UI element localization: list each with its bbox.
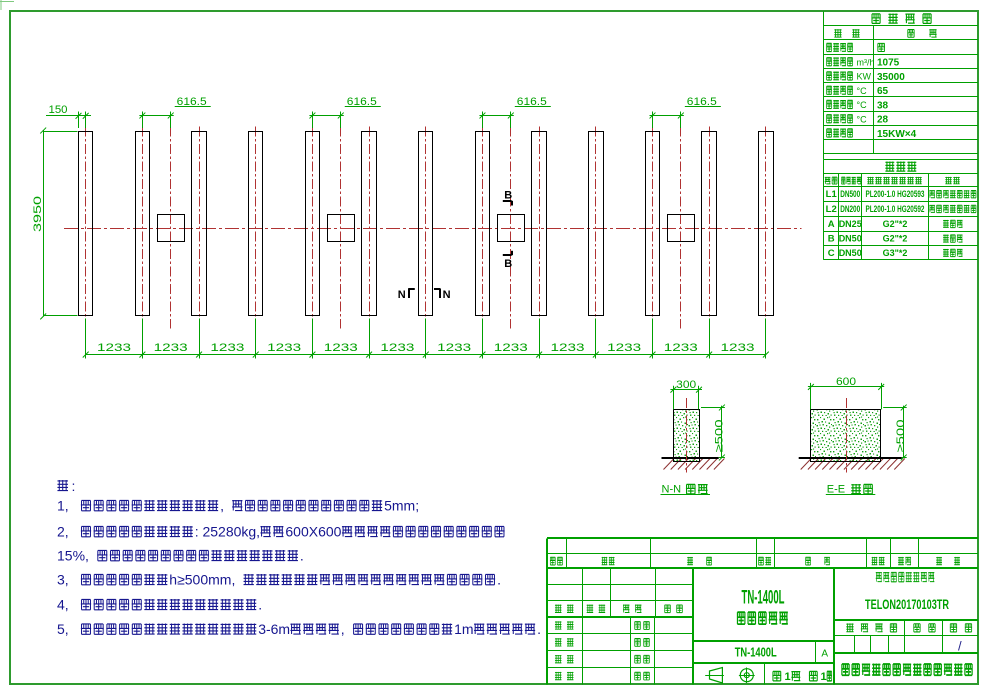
- svg-text:28: 28: [877, 115, 889, 126]
- svg-text:1233: 1233: [607, 342, 641, 354]
- svg-text:1m: 1m: [454, 621, 473, 637]
- svg-text:L2: L2: [826, 204, 837, 215]
- svg-text::: :: [72, 478, 76, 494]
- svg-text:B: B: [828, 234, 835, 245]
- svg-text:,: ,: [341, 621, 345, 637]
- svg-text:PL200-1.0 HG20593: PL200-1.0 HG20593: [866, 189, 925, 199]
- svg-text:TELON20170103TR: TELON20170103TR: [865, 597, 949, 612]
- svg-text:G2"*2: G2"*2: [883, 219, 908, 229]
- svg-text:L1: L1: [826, 189, 838, 200]
- svg-text:4,: 4,: [57, 597, 69, 613]
- svg-text:C: C: [828, 248, 835, 259]
- svg-text:1233: 1233: [494, 342, 528, 354]
- svg-text:600X600: 600X600: [285, 524, 341, 540]
- svg-text:G2"*2: G2"*2: [883, 234, 908, 244]
- svg-text:PL200-1.0 HG20592: PL200-1.0 HG20592: [866, 204, 925, 214]
- svg-text:1233: 1233: [267, 342, 301, 354]
- svg-text:600: 600: [836, 376, 856, 388]
- svg-text:1,: 1,: [57, 498, 69, 514]
- svg-text:N-N: N-N: [662, 484, 682, 496]
- svg-text:B: B: [504, 258, 512, 270]
- svg-text:°C: °C: [857, 86, 868, 96]
- svg-text:35000: 35000: [877, 72, 905, 83]
- svg-text:300: 300: [676, 379, 696, 391]
- svg-text:.: .: [258, 597, 262, 613]
- svg-text:3-6m: 3-6m: [258, 621, 290, 637]
- svg-text:.: .: [300, 548, 304, 564]
- svg-text:N: N: [398, 289, 406, 301]
- svg-text:1233: 1233: [551, 342, 585, 354]
- svg-text:1233: 1233: [664, 342, 698, 354]
- svg-text:°C: °C: [857, 100, 868, 110]
- svg-text:DN500: DN500: [840, 189, 860, 199]
- svg-text:1233: 1233: [210, 342, 244, 354]
- svg-text:DN25: DN25: [839, 219, 862, 229]
- svg-text:3950: 3950: [32, 196, 44, 232]
- svg-text:≥500: ≥500: [713, 420, 725, 453]
- svg-text:: 25280kg,: : 25280kg,: [195, 524, 260, 540]
- svg-text:2,: 2,: [57, 524, 69, 540]
- svg-text:3,: 3,: [57, 572, 69, 588]
- svg-text:TN-1400L: TN-1400L: [742, 588, 785, 609]
- svg-text:616.5: 616.5: [687, 96, 717, 108]
- svg-text:1233: 1233: [437, 342, 471, 354]
- svg-text:°C: °C: [857, 115, 868, 125]
- svg-text:B: B: [504, 190, 512, 202]
- svg-text:E-E: E-E: [827, 484, 845, 496]
- svg-text:DN50: DN50: [839, 234, 862, 244]
- svg-text:DN200: DN200: [840, 204, 860, 214]
- svg-text:N: N: [443, 289, 451, 301]
- svg-text:/: /: [958, 639, 962, 654]
- svg-text:616.5: 616.5: [177, 96, 207, 108]
- svg-text:1: 1: [821, 671, 827, 683]
- svg-text:1233: 1233: [324, 342, 358, 354]
- svg-text:,: ,: [220, 498, 224, 514]
- svg-text:38: 38: [877, 100, 889, 111]
- svg-text:TN-1400L: TN-1400L: [735, 645, 777, 660]
- svg-text:.: .: [537, 621, 541, 637]
- svg-text:m³/h: m³/h: [857, 58, 875, 68]
- svg-text:A: A: [821, 649, 828, 660]
- svg-text:KW: KW: [857, 72, 872, 82]
- svg-text:DN50: DN50: [839, 248, 862, 258]
- svg-text:65: 65: [877, 86, 889, 97]
- svg-text:15KW×4: 15KW×4: [877, 129, 917, 140]
- svg-text:.: .: [497, 572, 501, 588]
- svg-text:616.5: 616.5: [347, 96, 377, 108]
- svg-text:G3"*2: G3"*2: [883, 248, 908, 258]
- svg-text:5mm;: 5mm;: [384, 498, 419, 514]
- svg-text:1233: 1233: [154, 342, 188, 354]
- svg-text:15%,: 15%,: [57, 548, 89, 564]
- svg-text:1233: 1233: [97, 342, 131, 354]
- svg-text:A: A: [828, 219, 835, 230]
- svg-text:≥500: ≥500: [895, 420, 907, 453]
- svg-text:1: 1: [785, 671, 791, 683]
- svg-text:1233: 1233: [721, 342, 755, 354]
- svg-text:1075: 1075: [877, 58, 900, 69]
- svg-text:h≥500mm,: h≥500mm,: [169, 572, 235, 588]
- svg-text:150: 150: [49, 104, 68, 116]
- svg-text:616.5: 616.5: [517, 96, 547, 108]
- svg-text:1233: 1233: [380, 342, 414, 354]
- svg-text:5,: 5,: [57, 621, 69, 637]
